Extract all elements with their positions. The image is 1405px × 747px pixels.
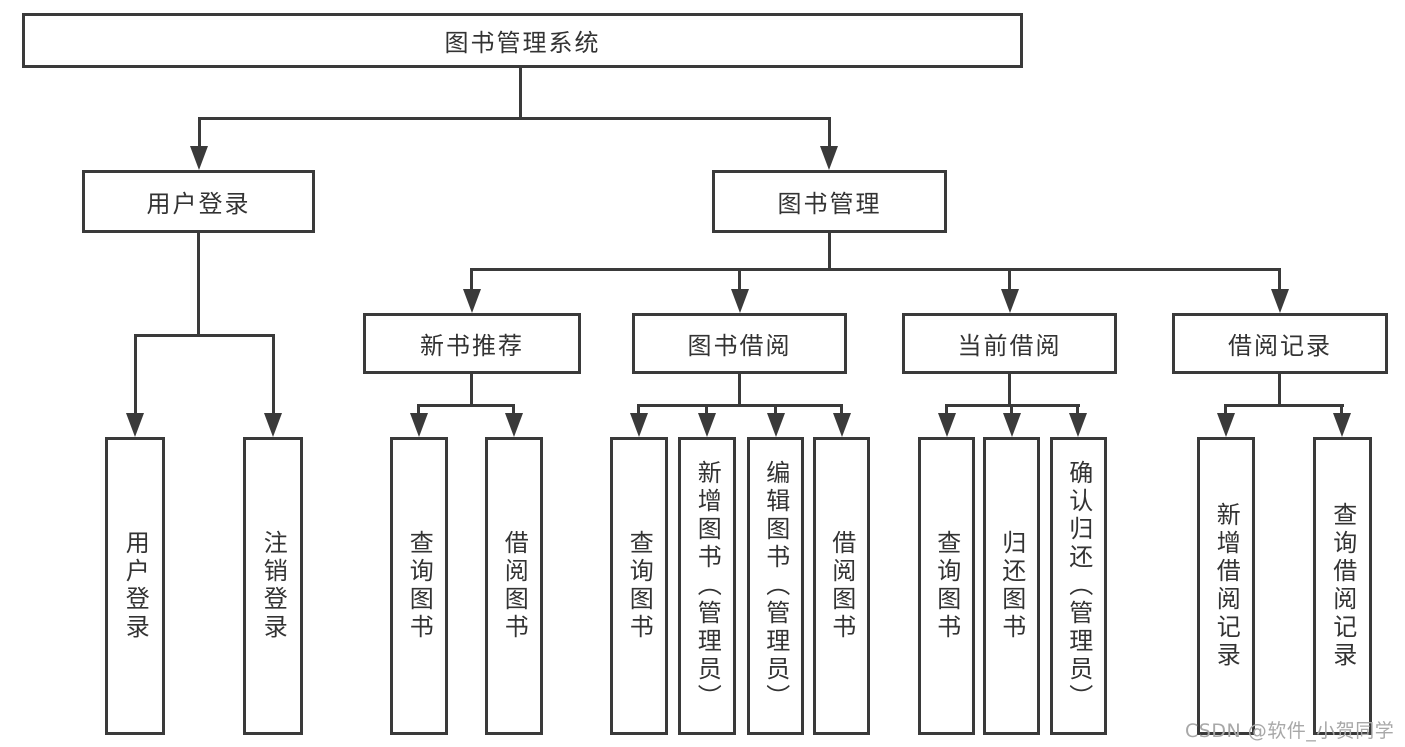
node-label: 查询借阅记录 bbox=[1328, 502, 1357, 670]
connector-arrowhead bbox=[767, 413, 785, 437]
connector-line bbox=[828, 233, 831, 271]
connector-line bbox=[134, 334, 137, 416]
connector-arrowhead bbox=[410, 413, 428, 437]
node-label: 用户登录 bbox=[121, 530, 150, 642]
connector-line bbox=[738, 268, 741, 292]
connector-line bbox=[828, 117, 831, 150]
connector-line bbox=[471, 268, 1280, 271]
connector-arrowhead bbox=[190, 146, 208, 170]
node-label: 归还图书 bbox=[997, 530, 1026, 642]
connector-line bbox=[774, 404, 777, 416]
node-label: 查询图书 bbox=[405, 530, 434, 642]
node-nb-query-books: 查询图书 bbox=[390, 437, 448, 735]
connector-line bbox=[1278, 268, 1281, 292]
node-label: 借阅图书 bbox=[827, 530, 856, 642]
connector-line bbox=[1224, 404, 1344, 407]
node-label: 图书管理系统 bbox=[444, 29, 601, 57]
connector-arrowhead bbox=[1003, 413, 1021, 437]
connector-arrowhead bbox=[126, 413, 144, 437]
connector-arrowhead bbox=[1069, 413, 1087, 437]
connector-line bbox=[1010, 404, 1013, 416]
node-bb-borrow-books: 借阅图书 bbox=[813, 437, 870, 735]
node-book-management: 图书管理 bbox=[712, 170, 947, 233]
node-label: 用户登录 bbox=[146, 190, 251, 218]
connector-arrowhead bbox=[698, 413, 716, 437]
connector-arrowhead bbox=[938, 413, 956, 437]
node-label: 借阅记录 bbox=[1228, 332, 1332, 360]
node-label: 图书借阅 bbox=[687, 332, 792, 360]
connector-line bbox=[197, 233, 200, 337]
connector-arrowhead bbox=[463, 289, 481, 313]
node-cb-query-books: 查询图书 bbox=[918, 437, 975, 735]
connector-arrowhead bbox=[820, 146, 838, 170]
node-label: 新增图书（管理员） bbox=[693, 460, 722, 712]
node-label: 编辑图书（管理员） bbox=[761, 460, 790, 712]
node-label: 当前借阅 bbox=[957, 332, 1062, 360]
connector-line bbox=[1008, 268, 1011, 292]
connector-line bbox=[1278, 374, 1281, 407]
connector-line bbox=[198, 117, 201, 150]
node-br-query-borrow-record: 查询借阅记录 bbox=[1313, 437, 1372, 735]
node-label: 查询图书 bbox=[932, 530, 961, 642]
connector-line bbox=[470, 374, 473, 407]
connector-arrowhead bbox=[1271, 289, 1289, 313]
node-label: 查询图书 bbox=[625, 530, 654, 642]
node-label: 新书推荐 bbox=[420, 332, 524, 360]
node-new-book-recommendation: 新书推荐 bbox=[363, 313, 581, 374]
node-cb-return-book: 归还图书 bbox=[983, 437, 1040, 735]
node-label: 借阅图书 bbox=[500, 530, 529, 642]
node-bb-edit-book-admin: 编辑图书（管理员） bbox=[747, 437, 804, 735]
node-label: 确认归还（管理员） bbox=[1064, 460, 1093, 712]
connector-arrowhead bbox=[1333, 413, 1351, 437]
connector-arrowhead bbox=[833, 413, 851, 437]
node-leaf-logout: 注销登录 bbox=[243, 437, 303, 735]
connector-arrowhead bbox=[264, 413, 282, 437]
connector-line bbox=[417, 404, 420, 416]
connector-arrowhead bbox=[1001, 289, 1019, 313]
connector-line bbox=[945, 404, 948, 416]
node-label: 注销登录 bbox=[259, 530, 288, 642]
connector-line bbox=[637, 404, 640, 416]
connector-arrowhead bbox=[630, 413, 648, 437]
connector-line bbox=[840, 404, 843, 416]
connector-line bbox=[512, 404, 515, 416]
connector-line bbox=[272, 334, 275, 416]
connector-line bbox=[417, 404, 515, 407]
node-book-borrowing: 图书借阅 bbox=[632, 313, 847, 374]
connector-arrowhead bbox=[731, 289, 749, 313]
node-user-login: 用户登录 bbox=[82, 170, 315, 233]
node-nb-borrow-books: 借阅图书 bbox=[485, 437, 543, 735]
connector-line bbox=[134, 334, 275, 337]
node-br-add-borrow-record: 新增借阅记录 bbox=[1197, 437, 1255, 735]
connector-arrowhead bbox=[505, 413, 523, 437]
node-leaf-user-login: 用户登录 bbox=[105, 437, 165, 735]
connector-line bbox=[1340, 404, 1343, 416]
connector-line bbox=[198, 117, 831, 120]
node-cb-confirm-return-admin: 确认归还（管理员） bbox=[1050, 437, 1107, 735]
connector-line bbox=[738, 374, 741, 407]
connector-line bbox=[1076, 404, 1079, 416]
connector-line bbox=[1224, 404, 1227, 416]
node-borrowing-records: 借阅记录 bbox=[1172, 313, 1388, 374]
connector-line bbox=[1008, 374, 1011, 407]
connector-line bbox=[470, 268, 473, 292]
node-bb-query-books: 查询图书 bbox=[610, 437, 668, 735]
connector-line bbox=[519, 68, 522, 120]
node-label: 图书管理 bbox=[777, 190, 882, 218]
csdn-watermark: CSDN @软件_小贺同学 bbox=[1185, 720, 1395, 742]
connector-arrowhead bbox=[1217, 413, 1235, 437]
node-library-management-system: 图书管理系统 bbox=[22, 13, 1023, 68]
connector-line bbox=[705, 404, 708, 416]
connector-line bbox=[637, 404, 843, 407]
node-bb-add-book-admin: 新增图书（管理员） bbox=[678, 437, 736, 735]
node-current-borrowing: 当前借阅 bbox=[902, 313, 1117, 374]
node-label: 新增借阅记录 bbox=[1212, 502, 1241, 670]
